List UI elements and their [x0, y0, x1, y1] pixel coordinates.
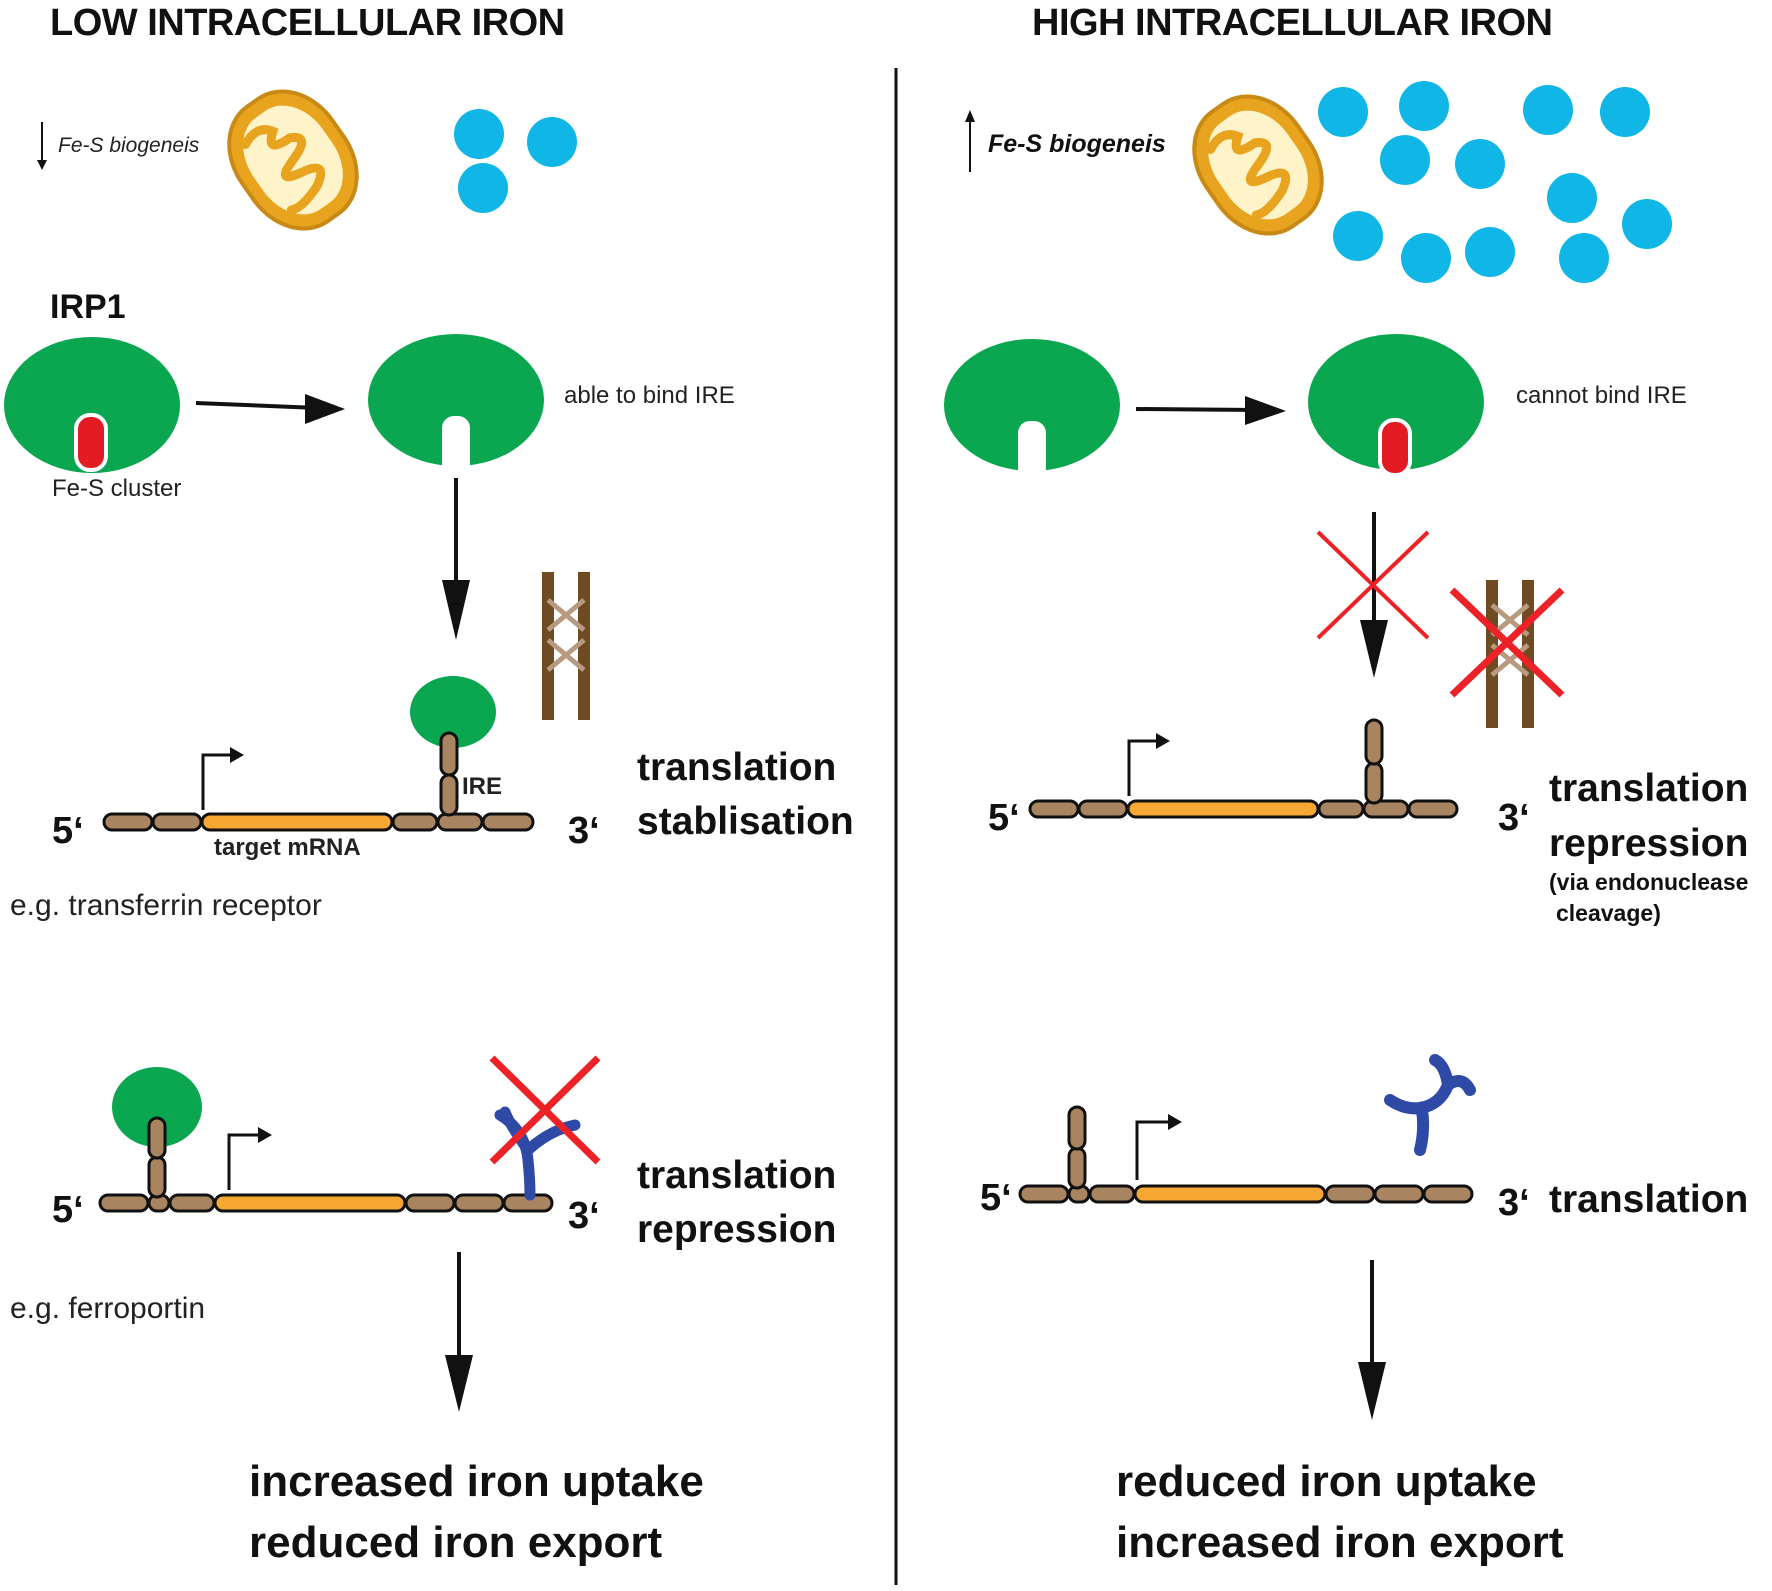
- irp1-apo: [368, 334, 544, 476]
- iron-dot: [1380, 135, 1430, 185]
- example-transferrin: e.g. transferrin receptor: [10, 889, 322, 922]
- three-prime-label: 3‘: [568, 810, 600, 852]
- mrna-transferrin-receptor-right: 5‘ 3‘: [988, 718, 1530, 839]
- ferroportin-icon: [1384, 1054, 1476, 1156]
- irp1-protein: [368, 334, 544, 466]
- left-outcome-line1: increased iron uptake: [249, 1457, 704, 1506]
- right-effect1-line2: repression: [1549, 822, 1748, 865]
- right-arrow-icon: [1135, 396, 1286, 425]
- iron-dot: [1547, 173, 1597, 223]
- left-fes-label: Fe-S biogeneis: [58, 134, 200, 157]
- irp1-with-cluster: [1308, 334, 1484, 477]
- right-effect1-note2: cleavage): [1556, 900, 1661, 926]
- target-mrna-label: target mRNA: [214, 834, 361, 861]
- iron-dot: [1333, 211, 1383, 261]
- left-effect2-line1: translation: [637, 1154, 836, 1197]
- mrna-ferroportin-right: 5‘ 3‘: [980, 1105, 1530, 1224]
- left-outcome-line2: reduced iron export: [249, 1518, 663, 1567]
- irp1-protein: [4, 337, 180, 473]
- five-prime-label: 5‘: [980, 1177, 1012, 1219]
- fes-cluster-icon: [1378, 418, 1412, 477]
- right-outcome-line1: reduced iron uptake: [1116, 1457, 1537, 1506]
- iron-dot: [1465, 227, 1515, 277]
- iron-dot: [1622, 199, 1672, 249]
- three-prime-label: 3‘: [1498, 1182, 1530, 1224]
- mitochondrion-icon: [208, 71, 378, 249]
- ire-ladder-crossed: [1449, 580, 1565, 728]
- fes-cluster-label: Fe-S cluster: [52, 475, 181, 502]
- up-arrow-icon: [965, 110, 975, 172]
- iron-dot: [454, 109, 504, 159]
- fes-cluster-icon: [74, 413, 108, 472]
- left-header: LOW INTRACELLULAR IRON: [50, 2, 565, 44]
- irp1-bound: [112, 1067, 202, 1147]
- down-arrow-icon: [445, 1252, 473, 1412]
- five-prime-label: 5‘: [52, 1189, 84, 1231]
- orf-coding-region: [1126, 799, 1320, 819]
- left-effect1-line1: translation: [637, 746, 836, 789]
- irp1-bound: [410, 676, 496, 748]
- iron-dot: [1318, 87, 1368, 137]
- iron-dot: [1523, 85, 1573, 135]
- down-arrow-icon: [442, 478, 470, 640]
- right-header: HIGH INTRACELLULAR IRON: [1032, 2, 1552, 44]
- left-effect2-line2: repression: [637, 1208, 836, 1251]
- right-effect2: translation: [1549, 1178, 1748, 1221]
- down-arrow-icon: [1358, 1260, 1386, 1420]
- transcription-start-arrow: [1127, 739, 1158, 796]
- down-arrow-icon: [37, 122, 47, 170]
- mrna-ferroportin: 5‘ 3‘: [52, 1067, 600, 1237]
- transcription-start-arrow: [201, 753, 232, 810]
- down-arrow-icon: [1360, 620, 1388, 678]
- five-prime-label: 5‘: [52, 810, 84, 852]
- down-arrow-crossed: [1316, 512, 1430, 678]
- irp1-with-cluster: [4, 337, 180, 473]
- iron-dots-low: [454, 109, 577, 213]
- three-prime-label: 3‘: [1498, 797, 1530, 839]
- iron-dot: [1600, 87, 1650, 137]
- five-prime-label: 5‘: [988, 797, 1020, 839]
- iron-dots-high: [1318, 81, 1672, 283]
- iron-dot: [458, 163, 508, 213]
- ire-label: IRE: [462, 773, 502, 800]
- left-bind-label: able to bind IRE: [564, 382, 735, 409]
- transcription-start-arrow: [1135, 1120, 1170, 1180]
- irp1-apo: [944, 339, 1120, 481]
- iron-dot: [1399, 81, 1449, 131]
- ire-ladder-icon: [542, 572, 590, 720]
- ferroportin-icon-crossed: [489, 1055, 601, 1201]
- orf-coding-region: [213, 1193, 407, 1213]
- iron-dot: [1455, 139, 1505, 189]
- orf-coding-region: [1133, 1184, 1327, 1204]
- right-effect1-note1: (via endonuclease: [1549, 869, 1748, 895]
- orf-coding-region: [200, 812, 394, 832]
- mitochondrion-icon: [1173, 76, 1343, 254]
- right-fes-label: Fe-S biogeneis: [988, 130, 1166, 158]
- ire-binding-pocket: [442, 416, 470, 476]
- mrna-transferrin-receptor: 5‘ 3‘: [52, 676, 600, 852]
- ire-binding-pocket: [1018, 421, 1046, 481]
- right-arrow-icon: [195, 394, 345, 424]
- transcription-start-arrow: [227, 1133, 260, 1190]
- left-effect1-line2: stablisation: [637, 800, 854, 843]
- iron-dot: [527, 117, 577, 167]
- iron-dot: [1559, 233, 1609, 283]
- right-outcome-line2: increased iron export: [1116, 1518, 1564, 1567]
- right-effect1-line1: translation: [1549, 767, 1748, 810]
- iron-dot: [1401, 233, 1451, 283]
- irp1-protein: [1308, 334, 1484, 470]
- example-ferroportin: e.g. ferroportin: [10, 1292, 205, 1325]
- irp1-label: IRP1: [50, 288, 126, 326]
- right-bind-label: cannot bind IRE: [1516, 382, 1687, 409]
- three-prime-label: 3‘: [568, 1195, 600, 1237]
- irp1-protein: [944, 339, 1120, 471]
